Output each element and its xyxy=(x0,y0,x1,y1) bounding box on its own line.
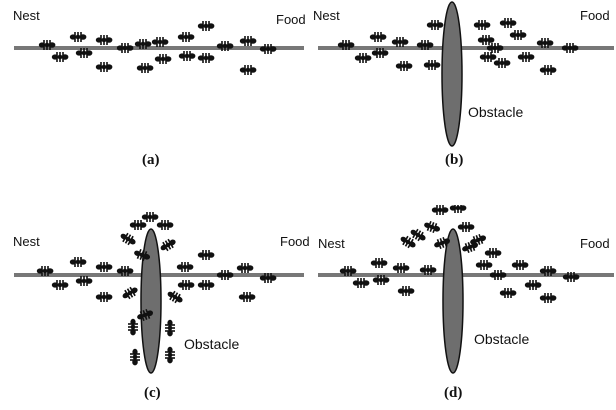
obstacle-label: Obstacle xyxy=(184,336,239,352)
nest-label: Nest xyxy=(313,8,340,23)
ant-icon xyxy=(198,53,215,63)
ant-icon xyxy=(198,280,215,290)
ant-icon xyxy=(512,260,529,270)
ant-icon xyxy=(52,280,69,290)
ant-icon xyxy=(427,20,444,30)
ant-icon xyxy=(179,51,196,61)
ant-icon xyxy=(217,270,234,280)
ant-icon xyxy=(494,58,511,68)
ant-icon xyxy=(120,284,139,301)
ant-icon xyxy=(540,65,557,75)
ant-icon xyxy=(518,52,535,62)
ant-icon xyxy=(392,37,409,47)
ant-icon xyxy=(562,43,579,53)
ant-icon xyxy=(52,52,69,62)
ant-icon xyxy=(424,60,441,70)
ant-icon xyxy=(155,54,172,64)
panel-b: Nest Food Obstacle (b) xyxy=(308,0,616,205)
ant-icon xyxy=(165,289,184,306)
ant-icon xyxy=(142,212,159,222)
ant-icon xyxy=(198,250,215,260)
ant-icon xyxy=(500,288,517,298)
obstacle-ellipse xyxy=(443,229,463,373)
ant-icon xyxy=(128,319,138,336)
ant-icon xyxy=(96,262,113,272)
ant-icon xyxy=(118,231,137,248)
ant-icon xyxy=(480,52,497,62)
ant-icon xyxy=(165,320,175,337)
ant-icon xyxy=(96,62,113,72)
panel-c: Nest Food Obstacle (c) xyxy=(0,205,308,410)
nest-label: Nest xyxy=(13,234,40,249)
ant-icon xyxy=(398,286,415,296)
panel-d: Nest Food Obstacle (d) xyxy=(308,205,616,410)
ant-icon xyxy=(423,219,442,234)
ant-icon xyxy=(398,234,417,251)
panel-a-diagram xyxy=(0,0,308,205)
ant-icon xyxy=(476,260,493,270)
ant-icon xyxy=(152,37,169,47)
food-label: Food xyxy=(280,234,310,249)
obstacle-label: Obstacle xyxy=(474,331,529,347)
ant-icon xyxy=(240,36,257,46)
ant-icon xyxy=(96,292,113,302)
ant-icon xyxy=(485,248,502,258)
ant-icon xyxy=(353,278,370,288)
ant-icon xyxy=(396,61,413,71)
ant-icon xyxy=(500,18,517,28)
ant-icon xyxy=(450,205,467,213)
ant-icon xyxy=(165,347,175,364)
ant-icon xyxy=(130,349,140,366)
ant-icon xyxy=(178,280,195,290)
ant-icon xyxy=(130,220,147,230)
ant-icon xyxy=(474,20,491,30)
food-label: Food xyxy=(276,12,306,27)
obstacle-label: Obstacle xyxy=(468,104,523,120)
ant-icon xyxy=(76,276,93,286)
ant-icon xyxy=(178,32,195,42)
ant-icon xyxy=(260,44,277,54)
panel-caption: (c) xyxy=(144,385,161,402)
panel-caption: (a) xyxy=(142,152,160,169)
ant-icon xyxy=(355,53,372,63)
ant-icon xyxy=(370,32,387,42)
ant-icon xyxy=(510,30,527,40)
ant-icon xyxy=(239,292,256,302)
ant-icon xyxy=(198,21,215,31)
ant-icon xyxy=(490,270,507,280)
food-label: Food xyxy=(580,236,610,251)
panel-caption: (d) xyxy=(444,385,462,402)
ant-icon xyxy=(157,220,174,230)
ant-icon xyxy=(237,263,254,273)
nest-label: Nest xyxy=(13,8,40,23)
panel-caption: (b) xyxy=(445,152,463,169)
ant-icon xyxy=(137,63,154,73)
nest-label: Nest xyxy=(318,236,345,251)
panel-c-diagram xyxy=(0,205,308,410)
panel-b-diagram xyxy=(308,0,616,205)
ant-icon xyxy=(177,262,194,272)
ant-icon xyxy=(70,32,87,42)
ant-icon xyxy=(432,205,449,215)
ant-icon xyxy=(70,257,87,267)
obstacle-ellipse xyxy=(442,2,462,146)
ant-icon xyxy=(540,293,557,303)
ant-icon xyxy=(458,222,475,232)
ant-icon xyxy=(393,263,410,273)
ant-icon xyxy=(158,236,177,253)
food-label: Food xyxy=(580,8,610,23)
ant-icon xyxy=(96,35,113,45)
ant-icon xyxy=(525,280,542,290)
panel-a: Nest Food (a) xyxy=(0,0,308,205)
ant-icon xyxy=(117,43,134,53)
panel-d-diagram xyxy=(308,205,616,410)
ant-icon xyxy=(240,65,257,75)
ant-icon xyxy=(371,258,388,268)
